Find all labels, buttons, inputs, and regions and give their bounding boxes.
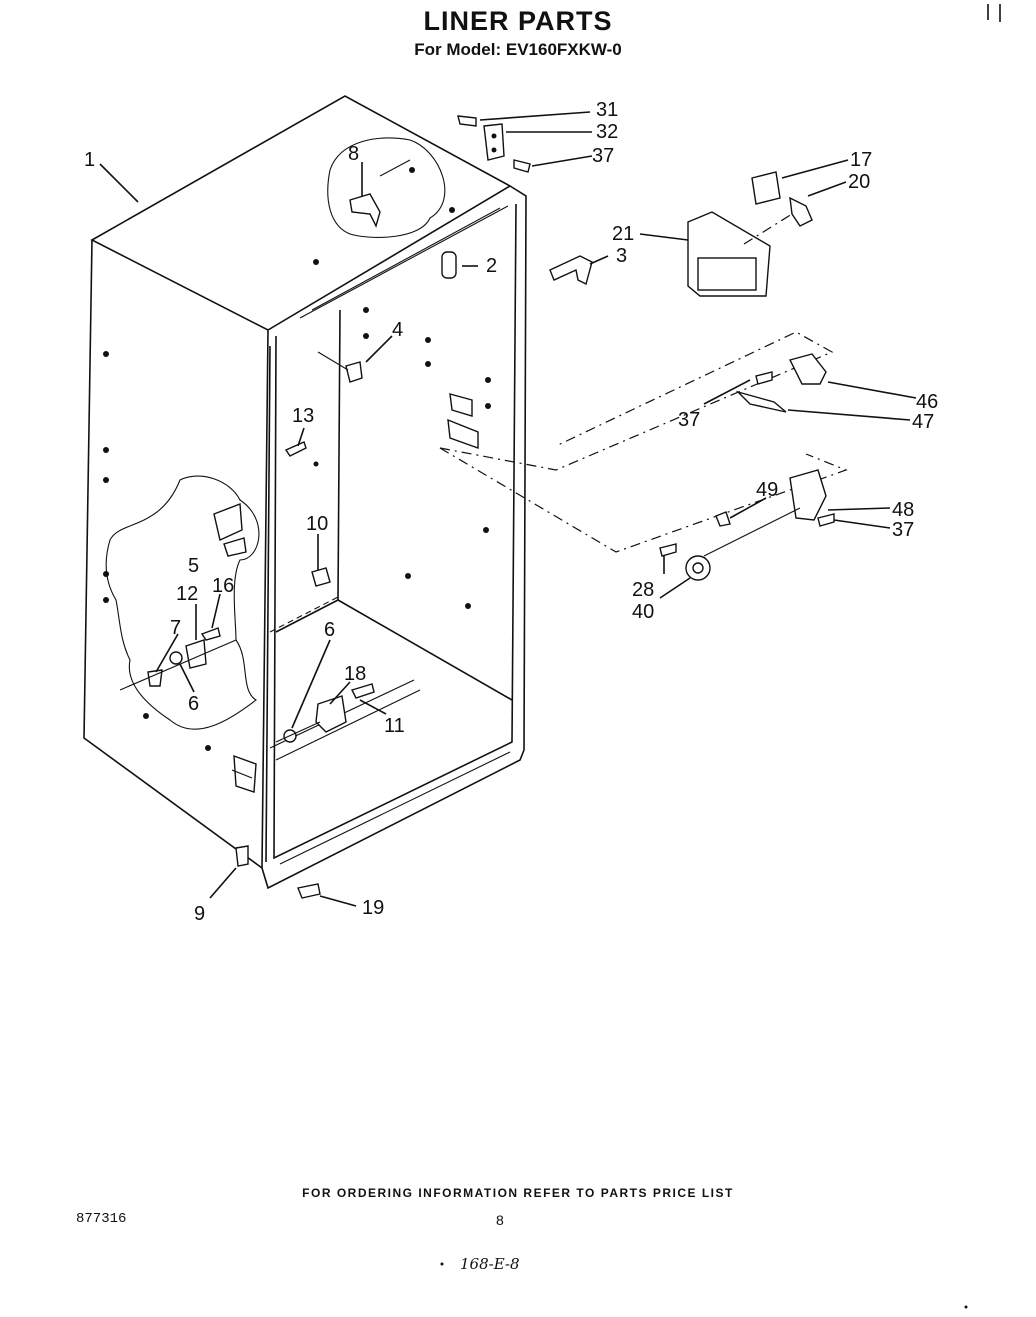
callout-4: 4 <box>392 319 403 341</box>
callout-5: 5 <box>188 555 199 577</box>
callout-2: 2 <box>486 255 497 277</box>
callout-31: 31 <box>596 99 618 121</box>
part-49-spacer <box>715 511 731 527</box>
callout-7: 7 <box>170 617 181 639</box>
part-47-shim <box>735 390 787 413</box>
scan-mark <box>964 1305 968 1309</box>
lower-hinge-leader <box>439 447 848 553</box>
callout-9: 9 <box>194 903 205 925</box>
upper-hinge-leader <box>439 331 834 471</box>
callout-46: 46 <box>916 391 938 413</box>
part-2-bulb <box>441 251 457 279</box>
part-46-hinge <box>788 353 827 385</box>
leader-lines <box>99 111 917 907</box>
part-32-hinge-plate <box>483 123 505 161</box>
handwritten-note: 168-E-8 <box>460 1255 520 1273</box>
callout-8: 8 <box>348 143 359 165</box>
page-title: LINER PARTS <box>423 6 613 36</box>
callout-18: 18 <box>344 663 366 685</box>
callout-3: 3 <box>616 245 627 267</box>
part-28-screw <box>659 543 677 557</box>
ordering-note: FOR ORDERING INFORMATION REFER TO PARTS … <box>302 1186 734 1200</box>
callout-19: 19 <box>362 897 384 919</box>
callout-37-lower: 37 <box>892 519 914 541</box>
callout-20: 20 <box>848 171 870 193</box>
model-subtitle: For Model: EV160FXKW-0 <box>414 40 622 59</box>
callout-17: 17 <box>850 149 872 171</box>
part-37-screw-lower <box>817 513 835 527</box>
callout-10: 10 <box>306 513 328 535</box>
callout-48: 48 <box>892 499 914 521</box>
callout-labels: 1 2 3 4 5 6 6 6 7 8 9 10 11 12 13 16 17 … <box>84 99 938 925</box>
scan-mark <box>440 1262 444 1266</box>
part-13-screw <box>284 441 307 457</box>
callout-37-top: 37 <box>592 145 614 167</box>
part-5-bracket <box>213 503 243 541</box>
part-19-screw <box>297 883 321 899</box>
callout-13: 13 <box>292 405 314 427</box>
callout-40: 40 <box>632 601 654 623</box>
callout-16: 16 <box>212 575 234 597</box>
callout-49: 49 <box>756 479 778 501</box>
part-11-screw <box>351 683 375 699</box>
part-17-socket <box>751 171 781 205</box>
part-8-bracket <box>349 193 381 228</box>
part-48-hinge <box>789 469 827 521</box>
part-16-screw <box>200 627 221 641</box>
part-6-bushing <box>169 651 183 665</box>
part-20-bulb <box>789 196 813 227</box>
part-18-bracket <box>315 695 347 733</box>
cabinet-liner <box>83 95 527 890</box>
callout-6-center: 6 <box>324 619 335 641</box>
part-10-bushing <box>311 567 331 587</box>
callout-47: 47 <box>912 411 934 433</box>
callout-21: 21 <box>612 223 634 245</box>
part-9-clip <box>235 845 249 867</box>
callout-32: 32 <box>596 121 618 143</box>
callout-28: 28 <box>632 579 654 601</box>
callout-6-left: 6 <box>188 693 199 715</box>
callout-12: 12 <box>176 583 198 605</box>
part-37-screw-upper <box>755 371 773 385</box>
callout-1: 1 <box>84 149 95 171</box>
callout-11: 11 <box>384 715 405 737</box>
callout-37-upper: 37 <box>678 409 700 431</box>
part-31-screw <box>457 115 477 127</box>
part-3-clip <box>549 255 593 286</box>
page-number: 8 <box>496 1212 504 1228</box>
document-number: 877316 <box>76 1211 127 1227</box>
part-4-clip <box>345 361 363 383</box>
part-37-screw-top <box>513 159 531 173</box>
